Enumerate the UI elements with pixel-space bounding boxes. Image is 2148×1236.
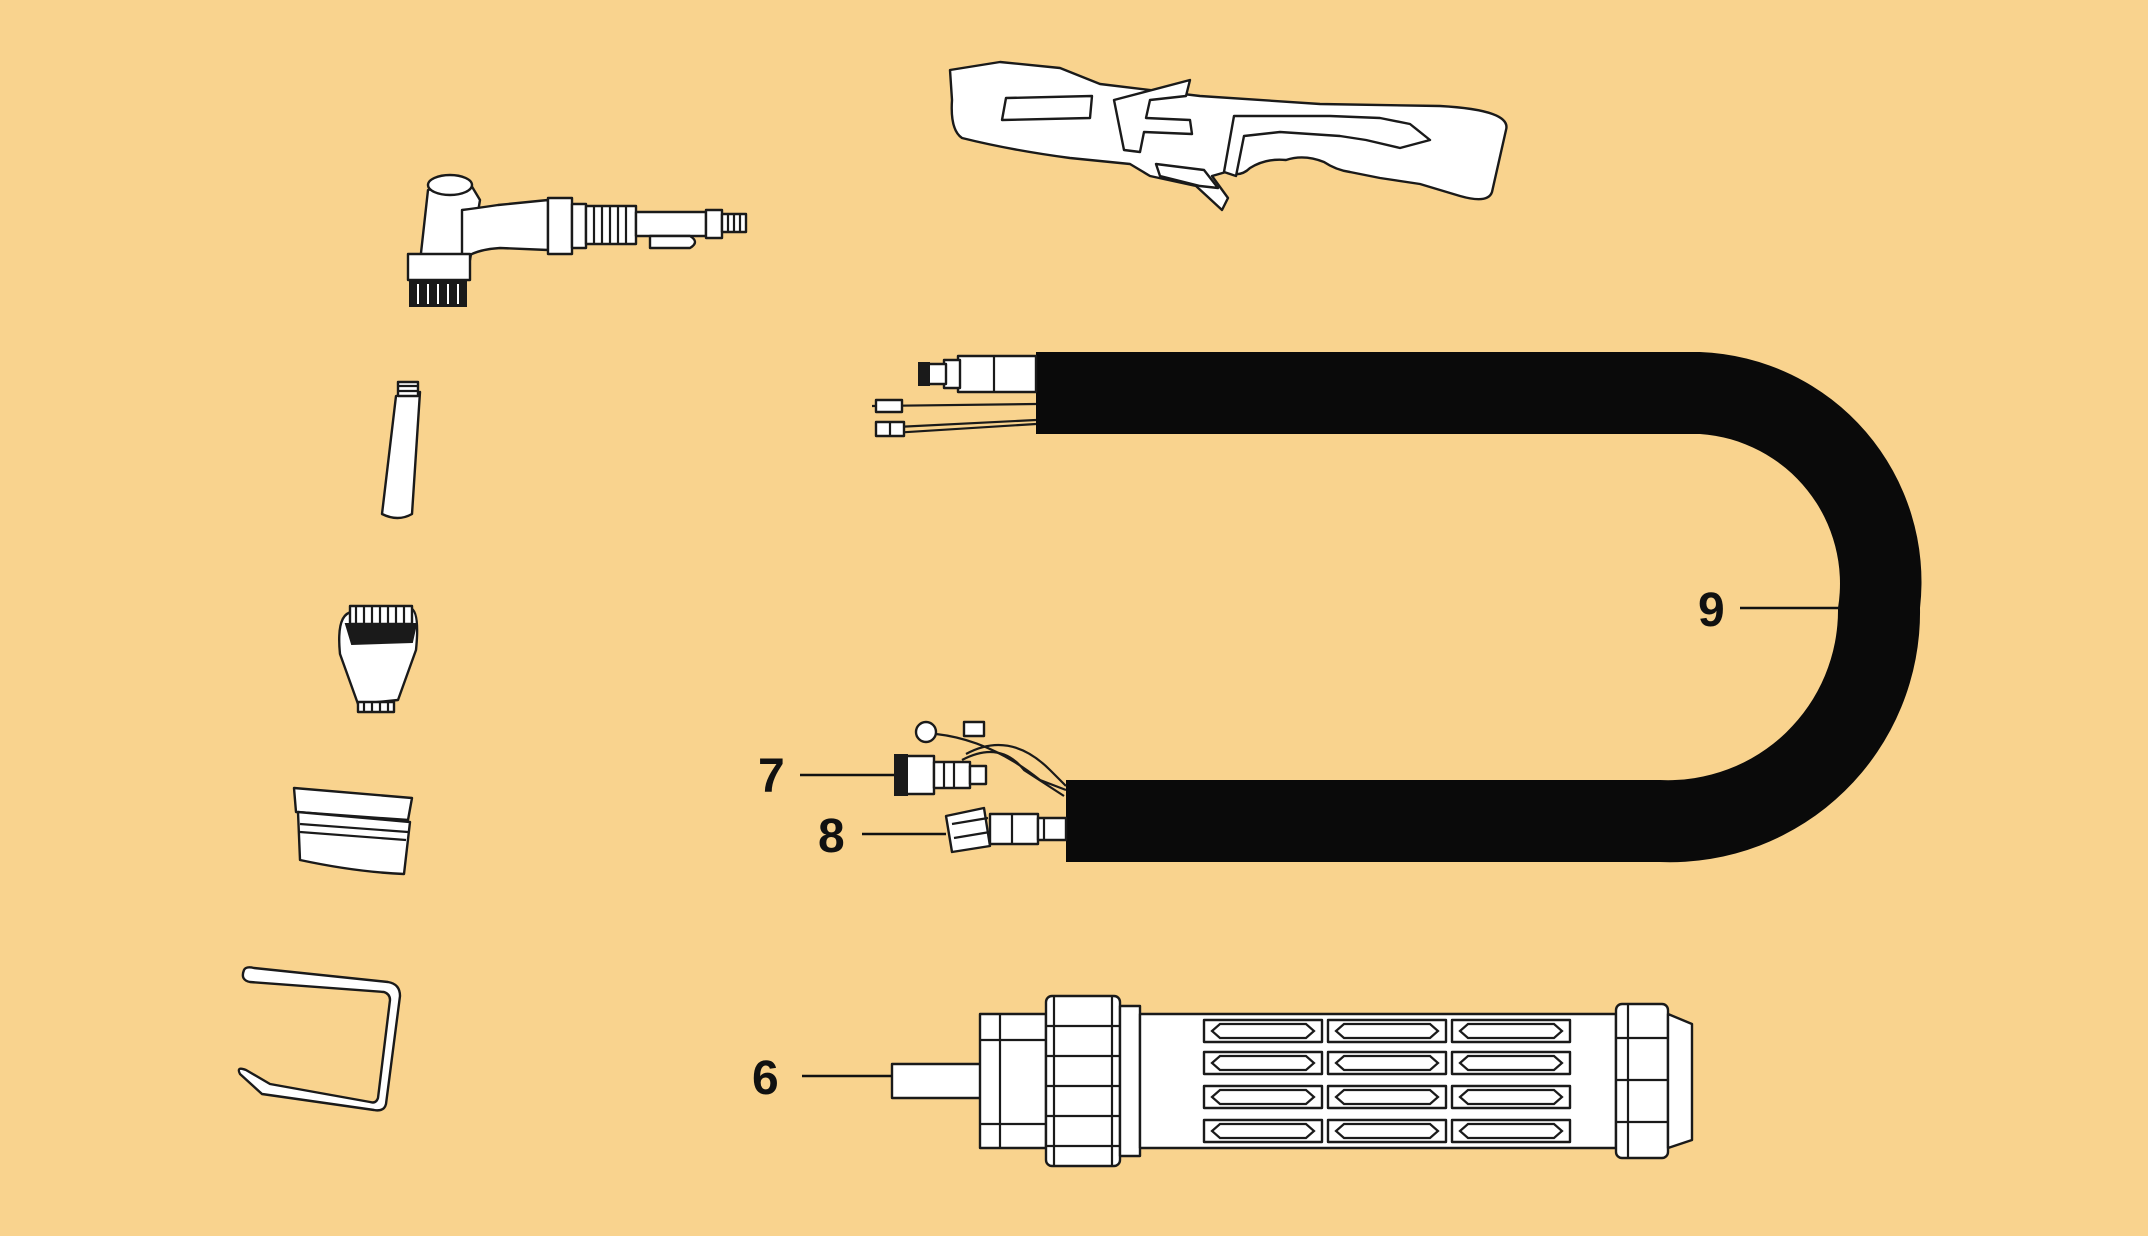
callout-9-label: 9: [1698, 584, 1725, 637]
callout-6-label: 6: [752, 1052, 779, 1105]
upper-connector: [871, 354, 1038, 438]
cable-support-part: [890, 994, 1694, 1168]
callout-7: 7: [758, 750, 894, 803]
grip-slots: [1202, 1018, 1572, 1144]
nozzle-insert-part: [338, 604, 419, 714]
power-connector-part: [944, 806, 1068, 854]
callout-8-label: 8: [818, 810, 845, 863]
gas-connector-part: [894, 720, 1067, 797]
torch-neck-part: [406, 173, 748, 307]
callout-9: 9: [1698, 584, 1840, 637]
callout-6: 6: [752, 1052, 892, 1105]
bushing-part: [292, 786, 414, 876]
hanger-hook-part: [237, 966, 402, 1112]
cable-hose-assembly: [871, 352, 1922, 863]
torch-handle-part: [948, 60, 1508, 212]
callout-7-label: 7: [758, 750, 785, 803]
contact-tip-part: [380, 380, 422, 520]
callout-8: 8: [818, 810, 946, 863]
cable-hose: [1036, 352, 1922, 863]
